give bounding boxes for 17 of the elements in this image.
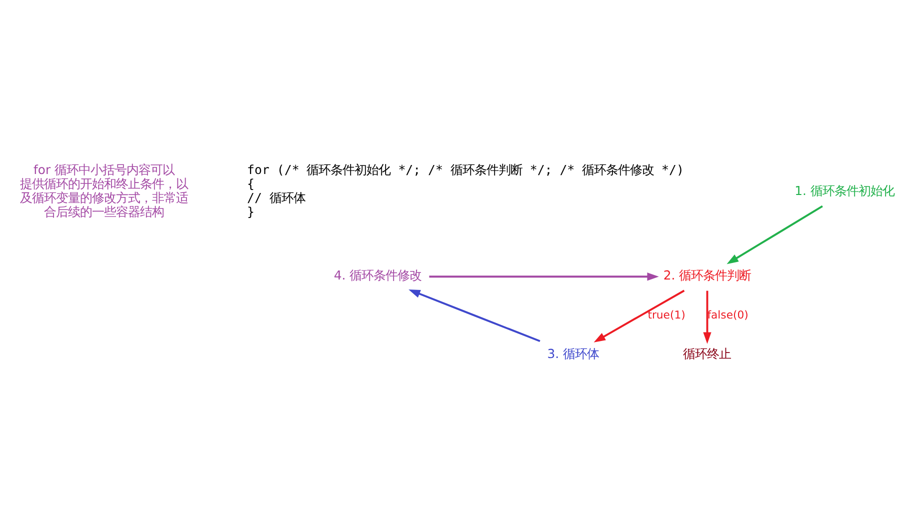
arrow: [703, 290, 712, 344]
node-text: 循环终止: [683, 345, 732, 360]
arrow: [408, 289, 540, 342]
arrow: [594, 289, 685, 342]
label: {: [247, 176, 255, 191]
edge-label: true(1): [648, 308, 686, 322]
label: for 循环中小括号内容可以提供循环的开始和终止条件，以及循环变量的修改方式，非常适合后续的一些容器结构: [20, 162, 188, 218]
node-text: 1. 循环条件初始化: [794, 182, 894, 198]
label: // 循环体: [247, 190, 306, 205]
label: }: [247, 203, 255, 218]
arrow: [726, 204, 823, 264]
node-text: 4. 循环条件修改: [334, 267, 422, 282]
node-text: 2. 循环条件判断: [663, 267, 752, 282]
label: for (/* 循环条件初始化 */; /* 循环条件判断 */; /* 循环条件修改 */): [247, 162, 684, 177]
node-text: 3. 循环体: [547, 345, 599, 360]
arrow: [429, 272, 659, 280]
edge-label: false(0): [707, 308, 748, 322]
